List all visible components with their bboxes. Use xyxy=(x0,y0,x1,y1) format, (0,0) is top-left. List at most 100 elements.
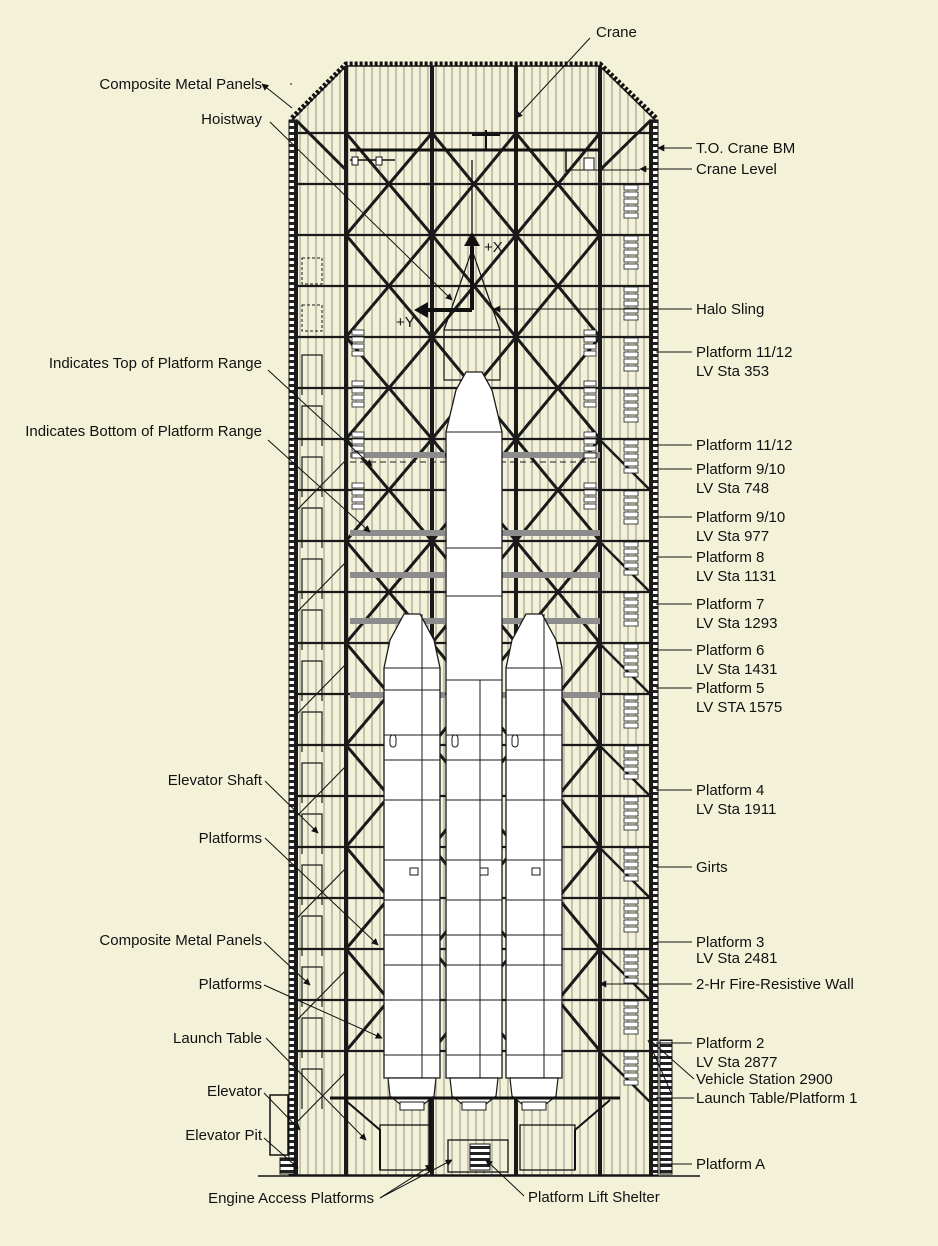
elevator-shaft-left xyxy=(301,257,323,1109)
leader-lines xyxy=(261,37,695,1199)
stair-step xyxy=(623,606,639,613)
stair-step xyxy=(351,343,365,350)
stair-step xyxy=(623,824,639,831)
triangle-icon xyxy=(414,302,428,318)
stair-step xyxy=(583,482,597,489)
stair-step xyxy=(583,380,597,387)
triangle-icon xyxy=(464,232,480,246)
stair-step xyxy=(623,1007,639,1014)
leader-line xyxy=(485,1159,525,1197)
stair-step xyxy=(351,503,365,510)
label-halo-sling: Halo Sling xyxy=(696,301,764,318)
stair-step xyxy=(623,235,639,242)
stair-step xyxy=(623,1072,639,1079)
stair-step xyxy=(351,350,365,357)
stair-step xyxy=(351,387,365,394)
stair-step xyxy=(623,439,639,446)
elevator-door xyxy=(301,558,323,599)
stair-step xyxy=(623,256,639,263)
stair-step xyxy=(623,242,639,249)
stair-step xyxy=(623,293,639,300)
label-p3-a: Platform 3 xyxy=(696,934,764,951)
stair-step xyxy=(623,643,639,650)
stair-step xyxy=(623,875,639,882)
stair-step xyxy=(623,861,639,868)
frame-brace xyxy=(295,561,347,614)
stair-step xyxy=(623,344,639,351)
booster-nozzle-exit xyxy=(399,1101,425,1111)
stair-step xyxy=(623,671,639,678)
stair-step xyxy=(623,803,639,810)
frame-brace xyxy=(344,234,434,338)
stair-step xyxy=(623,650,639,657)
stair-step xyxy=(623,1000,639,1007)
label-p6-b: LV Sta 1431 xyxy=(696,661,777,678)
stair-step xyxy=(623,1028,639,1035)
label-composite-metal-panels-top: Composite Metal Panels xyxy=(99,76,262,93)
booster-nozzle-exit xyxy=(521,1101,547,1111)
label-p4-a: Platform 4 xyxy=(696,782,764,799)
frame-brace xyxy=(295,459,347,512)
stair-step xyxy=(623,613,639,620)
stair-step xyxy=(583,496,597,503)
elevator-door xyxy=(301,813,323,854)
stair-step xyxy=(623,314,639,321)
core-stage-nozzle xyxy=(449,1077,499,1105)
label-p5-a: Platform 5 xyxy=(696,680,764,697)
crane-assembly xyxy=(350,130,640,381)
stair-step xyxy=(583,489,597,496)
stair-step xyxy=(623,1065,639,1072)
elevator-door xyxy=(301,507,323,548)
stair-step xyxy=(351,329,365,336)
stair-step xyxy=(623,198,639,205)
stair-step xyxy=(623,569,639,576)
stair-step xyxy=(623,518,639,525)
stair-step xyxy=(623,358,639,365)
label-p6-a: Platform 6 xyxy=(696,642,764,659)
stair-step xyxy=(623,970,639,977)
axis-x-label: +X xyxy=(484,239,503,256)
platform-lift-shelter-stair xyxy=(469,1143,491,1171)
core-stage-body xyxy=(445,371,503,1079)
stair-step xyxy=(623,810,639,817)
leader-line xyxy=(261,83,293,109)
coordinate-axes: +X +Y xyxy=(396,232,503,331)
frame-brace xyxy=(295,969,347,1022)
leader-line xyxy=(649,1039,695,1080)
stair-step xyxy=(623,453,639,460)
launch-vehicle xyxy=(383,371,563,1111)
booster-nozzle xyxy=(509,1077,559,1105)
label-p1112-top-a: Platform 11/12 xyxy=(696,344,792,361)
leader-line xyxy=(379,1159,453,1199)
label-bottom-of-platform-range: Indicates Bottom of Platform Range xyxy=(25,423,262,440)
stair-step xyxy=(623,708,639,715)
elevator-door xyxy=(301,1017,323,1058)
stair-step xyxy=(623,460,639,467)
stair-step xyxy=(623,388,639,395)
frame-brace xyxy=(514,234,602,338)
stair-step xyxy=(623,912,639,919)
stair-step xyxy=(623,205,639,212)
stair-step xyxy=(623,1014,639,1021)
elevator-door xyxy=(301,405,323,446)
frame-brace xyxy=(598,118,653,172)
stair-step xyxy=(623,701,639,708)
stair-step xyxy=(351,482,365,489)
stair-step xyxy=(623,977,639,984)
label-elevator: Elevator xyxy=(207,1083,262,1100)
leader-line xyxy=(515,37,591,119)
booster-port xyxy=(409,867,419,876)
stair-step xyxy=(623,722,639,729)
stair-step xyxy=(623,504,639,511)
stair-step xyxy=(583,401,597,408)
leader-line xyxy=(263,984,383,1039)
platform-slab xyxy=(350,530,445,536)
label-fire-wall: 2-Hr Fire-Resistive Wall xyxy=(696,976,854,993)
stair-step xyxy=(351,489,365,496)
stair-step xyxy=(623,926,639,933)
leader-line xyxy=(263,1092,301,1131)
platform-slab xyxy=(350,572,445,578)
elevator-door xyxy=(301,456,323,497)
stair-step xyxy=(623,351,639,358)
